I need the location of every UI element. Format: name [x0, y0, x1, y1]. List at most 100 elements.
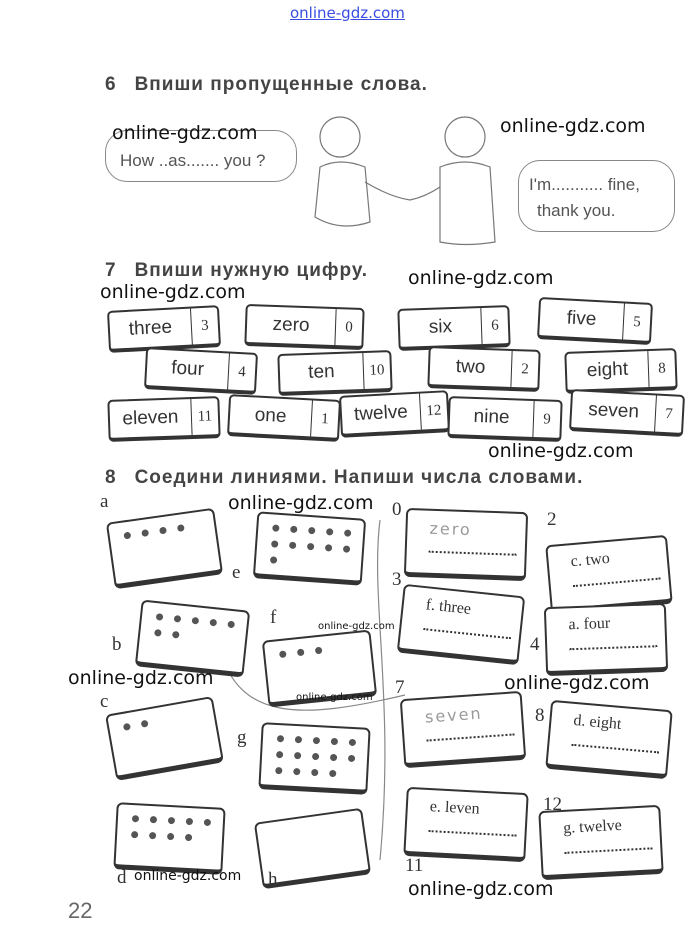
watermark: online-gdz.com	[408, 267, 554, 289]
answer-line[interactable]	[571, 743, 660, 754]
card-number-box[interactable]: 5	[622, 303, 651, 341]
domino-number: 12	[543, 794, 562, 815]
answer-line[interactable]	[572, 577, 661, 588]
domino-word: c. two	[570, 549, 611, 571]
card-number-box[interactable]: 12	[418, 392, 448, 430]
number-card: six 6	[397, 305, 511, 351]
bubble-text-line1: I'm........... fine,	[529, 175, 640, 194]
card-number-box[interactable]: 11	[190, 398, 219, 436]
dot	[123, 531, 132, 540]
word-domino[interactable]: seven	[399, 690, 527, 769]
domino-label: b	[112, 634, 122, 655]
dot	[227, 620, 236, 629]
domino-number: 4	[530, 634, 540, 655]
domino-word: zero	[429, 518, 473, 540]
dot	[343, 529, 352, 537]
word-domino[interactable]: zero	[403, 507, 529, 582]
watermark: online-gdz.com	[500, 115, 646, 137]
card-number-box[interactable]: 10	[362, 352, 391, 390]
domino-label: f	[270, 607, 277, 628]
answer-line[interactable]	[426, 733, 515, 742]
dot	[141, 529, 150, 537]
watermark: online-gdz.com	[228, 492, 374, 514]
dot	[140, 719, 149, 728]
watermark: online-gdz.com	[504, 672, 650, 694]
card-number-box[interactable]: 8	[647, 350, 676, 388]
card-number-box[interactable]: 6	[480, 307, 509, 345]
card-word: seven	[587, 398, 640, 423]
domino-number: 7	[395, 677, 405, 698]
word-domino[interactable]: e. leven	[403, 786, 529, 863]
dot-domino[interactable]	[105, 507, 224, 590]
word-domino[interactable]: d. eight	[545, 699, 673, 780]
word-domino[interactable]: a. four	[543, 602, 669, 677]
card-number-box[interactable]: 0	[334, 309, 363, 346]
watermark: online-gdz.com	[112, 122, 258, 144]
word-domino[interactable]: g. twelve	[538, 804, 664, 881]
dot	[209, 618, 218, 627]
answer-line[interactable]	[428, 830, 517, 837]
task-number: 6	[105, 74, 117, 95]
card-number-box[interactable]: 1	[310, 400, 339, 438]
watermark: online-gdz.com	[488, 440, 634, 462]
dot	[276, 735, 285, 743]
dot	[171, 630, 180, 639]
dot	[311, 768, 319, 777]
dot-domino[interactable]	[105, 696, 224, 781]
card-number-box[interactable]: 2	[510, 350, 539, 388]
dot	[269, 556, 278, 564]
dot-domino[interactable]	[258, 722, 371, 795]
dot	[159, 526, 167, 535]
speech-bubble-right: I'm........... fine, thank you.	[518, 160, 675, 232]
domino-label: d	[117, 867, 127, 888]
dot	[130, 830, 139, 839]
watermark-top[interactable]: online-gdz.com	[290, 4, 405, 22]
dot	[270, 540, 279, 548]
card-number-box[interactable]: 3	[189, 307, 219, 345]
answer-line[interactable]	[423, 628, 511, 640]
answer-line[interactable]	[564, 847, 653, 854]
bubble-text: How ..as....... you ?	[120, 151, 266, 170]
domino-word: e. leven	[429, 798, 481, 818]
dot-domino[interactable]	[134, 599, 251, 678]
dot	[330, 737, 339, 746]
card-number-box[interactable]: 4	[227, 353, 256, 391]
domino-label: g	[237, 727, 247, 748]
dot-domino[interactable]	[252, 511, 367, 586]
dot	[176, 524, 185, 532]
word-domino[interactable]: f. three	[396, 583, 526, 666]
dot	[308, 526, 316, 535]
dot	[173, 614, 182, 623]
answer-line[interactable]	[569, 645, 658, 651]
dot	[122, 722, 131, 731]
card-word: twelve	[353, 401, 409, 426]
card-number-box[interactable]: 9	[532, 400, 561, 438]
domino-word: f. three	[424, 596, 472, 618]
word-domino[interactable]: c. two	[545, 534, 673, 615]
answer-line[interactable]	[428, 550, 517, 556]
domino-label: a	[100, 491, 109, 512]
watermark: online-gdz.com	[408, 878, 554, 900]
card-word: six	[428, 316, 453, 338]
card-number-box[interactable]: 7	[654, 395, 683, 433]
dot	[342, 545, 351, 553]
page-number: 22	[68, 898, 93, 923]
dot-domino[interactable]	[113, 802, 226, 875]
dot	[288, 541, 297, 550]
dot	[191, 616, 200, 625]
task-number: 8	[105, 467, 117, 488]
dot	[312, 736, 321, 745]
dot	[306, 542, 315, 551]
domino-word: seven	[424, 703, 484, 727]
dot	[184, 833, 193, 842]
card-word: zero	[272, 313, 310, 337]
dot	[131, 815, 140, 823]
domino-word: a. four	[568, 614, 611, 634]
card-word: eight	[586, 358, 629, 382]
